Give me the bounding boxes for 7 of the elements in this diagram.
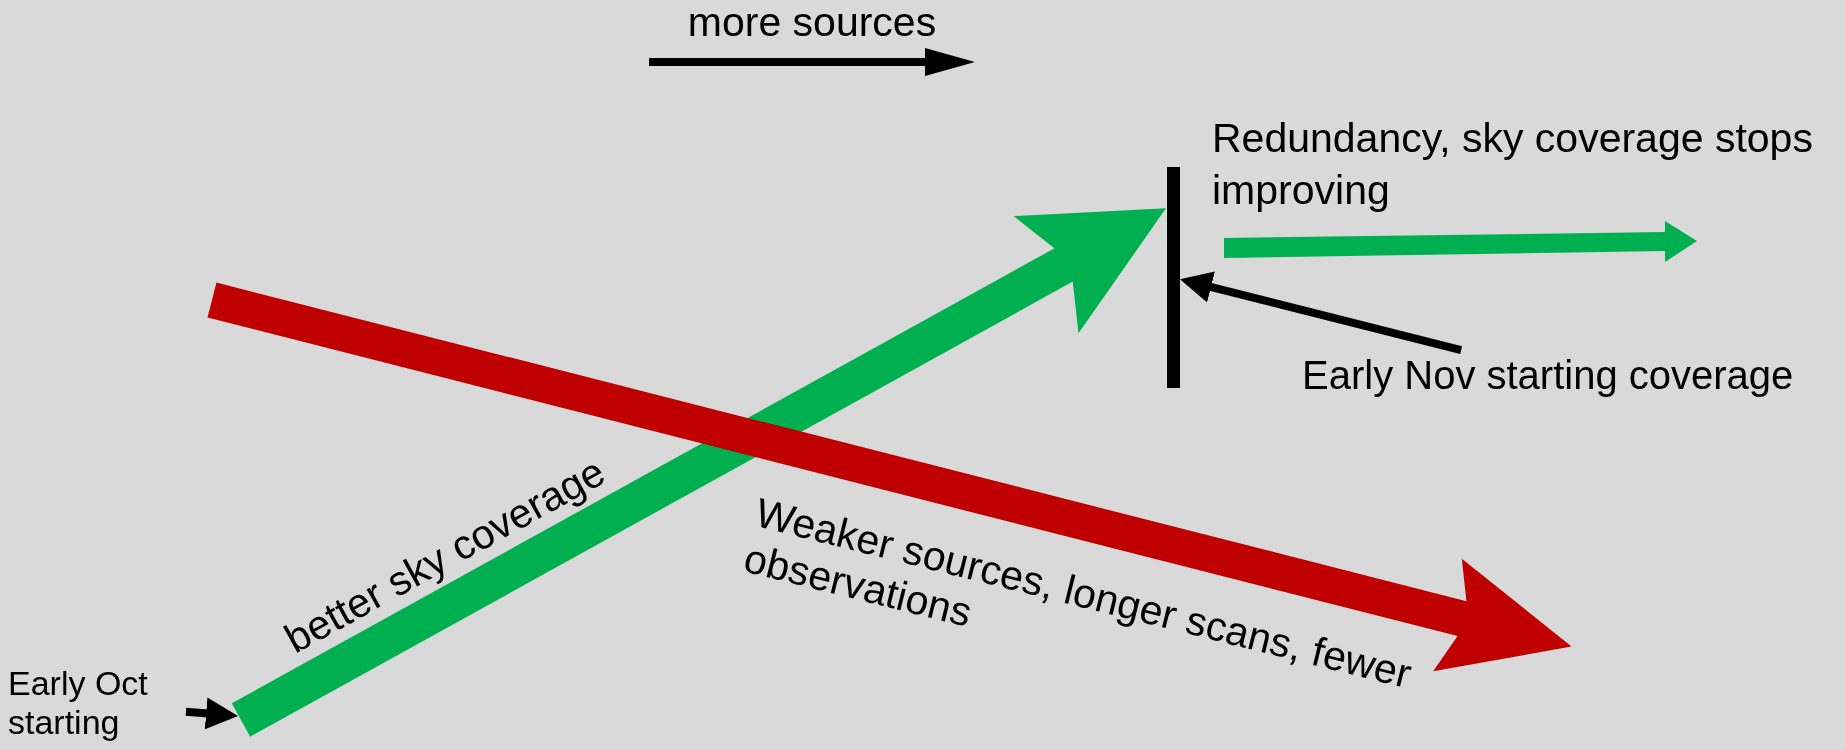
arrow [1180, 271, 1463, 354]
annotation-text: Early Nov starting coverage [1302, 352, 1842, 404]
arrow [185, 697, 238, 730]
arrow-label: more sources [686, 0, 938, 46]
vertical-bar [1167, 167, 1180, 388]
annotation-text: Redundancy, sky coverage stops improving [1212, 114, 1814, 216]
annotation-text: Early Oct starting [8, 664, 178, 744]
